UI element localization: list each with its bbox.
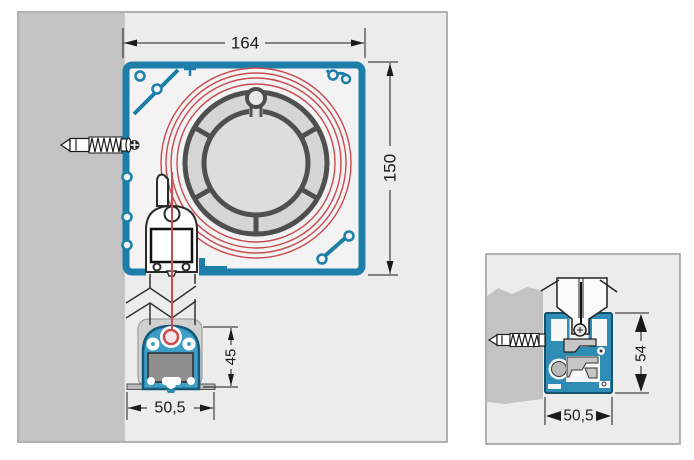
detail-profile: [544, 312, 613, 394]
dim-box-height: [368, 61, 399, 276]
mounting-screw: [59, 136, 132, 154]
dim-rail-width-label: 50,5: [154, 400, 185, 417]
wall-section: [18, 12, 125, 442]
dim-rail-height-label: 45: [223, 349, 240, 366]
roller-coil: [160, 67, 352, 259]
detail-window-frame: [540, 277, 618, 337]
belt-hook: [156, 173, 169, 207]
detail-mounting-screw: [487, 333, 546, 349]
dim-box-width-label: 164: [231, 34, 259, 53]
dim-rail-height: [203, 326, 239, 388]
shaft-clip: [245, 87, 267, 117]
detail-panel: 54 50,5: [485, 253, 681, 445]
octagonal-shaft: [182, 87, 330, 237]
dim-detail-width: [544, 397, 613, 425]
curtain-end: [162, 328, 180, 346]
break-lines: [125, 274, 197, 325]
dim-box-height-label: 150: [381, 154, 400, 182]
screw-head: [129, 140, 140, 150]
bottom-lip: [199, 258, 227, 272]
dim-detail-width-label: 50,5: [563, 408, 593, 425]
dim-detail-height-label: 54: [633, 345, 650, 362]
dim-box-width: [122, 28, 366, 58]
dim-rail-width: [126, 392, 215, 420]
dim-detail-height: [615, 312, 649, 394]
